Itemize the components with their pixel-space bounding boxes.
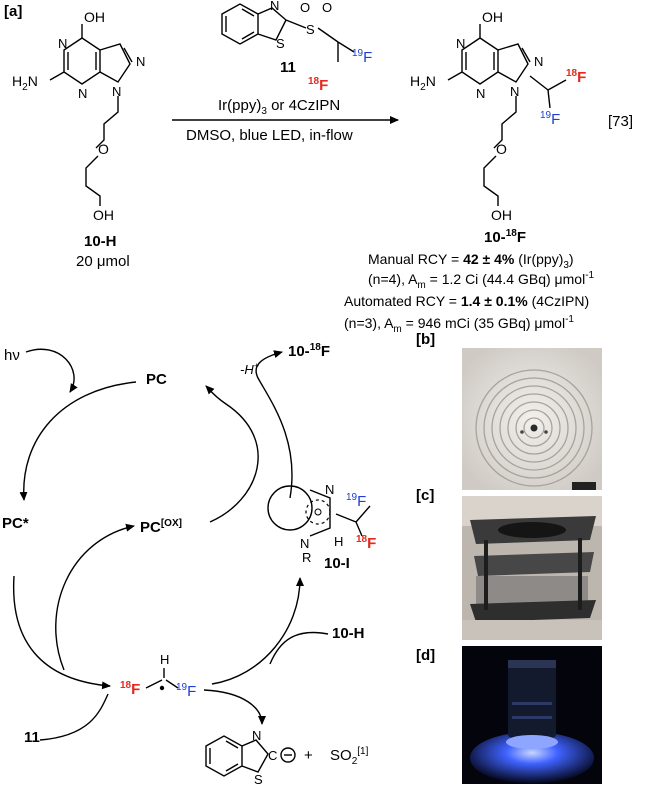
catalytic-cycle: hν PC PC* PC[OX] -H+ 10-18F 10-I 10-H 11… [2,342,376,787]
n1-label: N [58,36,67,51]
starting-material-10H: OH H2N N N N N O OH 10-H 20 μmol [12,9,145,270]
nh2-label: H2N [12,73,38,93]
n3-label: N [78,86,87,101]
product-n1: N [456,36,465,51]
intermediate-structure: N N R H 19F 18F [267,482,376,565]
product-label: 10-18F [484,228,526,246]
radical-18f: 18F [120,680,140,698]
sulfonyl-o1: O [300,0,310,15]
intermediate-19f: 19F [346,492,366,510]
panel-b-label: [b] [416,331,435,348]
intermediate-n: N [325,482,334,497]
n9-label: N [112,84,121,99]
intermediate-label: 10-I [324,555,350,572]
product-19f: 19F [540,110,560,128]
product-nh2: H2N [410,73,436,93]
photo-c-reactor-mount [462,496,602,640]
plus-sign: + [304,747,313,764]
sulfonyl-o2: O [322,0,332,15]
intermediate-r: R [302,550,311,565]
result-line-3: Automated RCY = 1.4 ± 0.1% (4CzIPN) [344,293,589,309]
product-n3: N [476,86,485,101]
intermediate-h: H [334,534,343,549]
product-oh: OH [482,9,503,25]
oh-label: OH [84,9,105,25]
panel-d-label: [d] [416,647,435,664]
reference-73: [73] [608,113,633,130]
intermediate-nr-n: N [300,536,309,551]
result-line-2: (n=4), Am = 1.2 Ci (44.4 GBq) μmol-1 [368,270,595,291]
pc-star-label: PC* [2,515,29,532]
hv-label: hν [4,347,20,364]
product-ether-o: O [496,141,507,157]
product-18f: 18F [566,68,586,86]
byproduct-n: N [252,728,261,743]
sulfonyl-s-label: S [306,22,315,37]
reagent-label: 11 [280,59,296,76]
photo-b-flow-reactor [462,348,602,490]
conditions-bottom: DMSO, blue LED, in-flow [186,127,353,144]
intermediate-18f: 18F [356,534,376,552]
n7-label: N [136,54,145,69]
terminal-oh-label: OH [93,207,114,223]
result-line-1: Manual RCY = 42 ± 4% (Ir(ppy)3) [368,251,574,271]
panel-a-label: [a] [4,3,22,20]
radical-h: H [160,652,169,667]
results-block: Manual RCY = 42 ± 4% (Ir(ppy)3) (n=4), A… [344,251,595,335]
byproduct-benzothiazole: N S C + SO2[1] [205,728,369,787]
byproduct-c: C [268,748,277,763]
reagent-18f: 18F [308,76,328,94]
cycle-product-label: 10-18F [288,342,330,360]
cycle-reagent-label: 11 [24,729,40,746]
product-terminal-oh: OH [491,207,512,223]
pc-label: PC [146,371,167,388]
panel-c-label: [c] [416,487,434,504]
reagent-s-label: S [276,36,285,51]
product-n7: N [534,54,543,69]
cycle-sm-label: 10-H [332,625,365,642]
so2-label: SO2[1] [330,746,369,767]
ether-o-label: O [98,141,109,157]
reagent-n-label: N [270,0,279,13]
sm-label: 10-H [84,233,117,250]
byproduct-s: S [254,772,263,787]
reagent-11: N S S O O 19F 11 18F [221,0,372,94]
product-10-18F: OH H2N N N N N 18F 19F O OH 10-18F [410,9,586,246]
product-n9: N [510,84,519,99]
radical-19f: 19F [176,682,196,700]
result-line-4: (n=3), Am = 946 mCi (35 GBq) μmol-1 [344,314,574,335]
pc-ox-label: PC[OX] [140,518,182,536]
minus-h-label: -H+ [240,361,259,377]
conditions-top: Ir(ppy)3 or 4CzIPN [218,97,340,117]
reagent-19f: 19F [352,48,372,66]
photo-d-blue-led [462,646,602,784]
sm-amount: 20 μmol [76,253,130,270]
